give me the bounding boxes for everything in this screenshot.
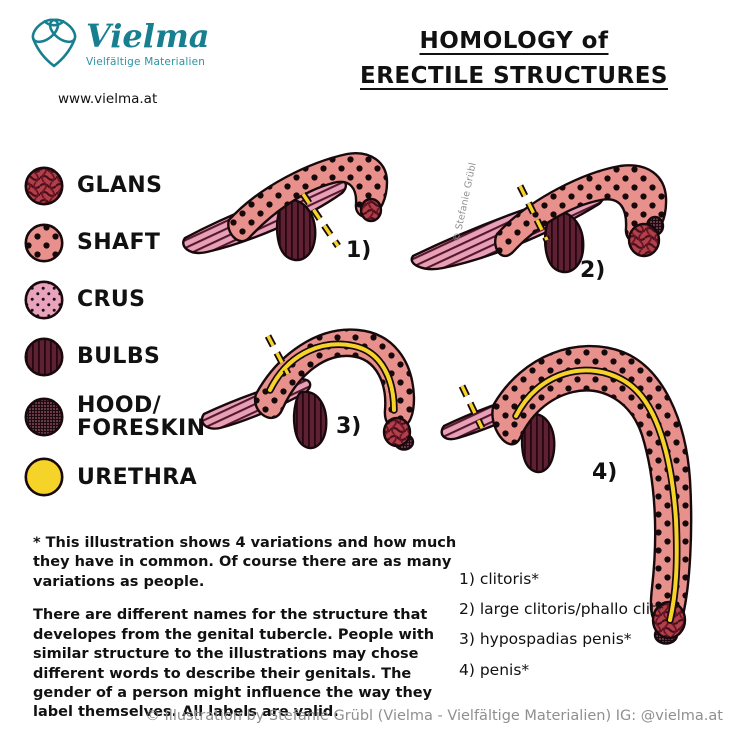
- dissection-dashes: [300, 192, 341, 248]
- crus-swatch-icon: [24, 280, 64, 320]
- variation-item-2: 2) large clitoris/phallo clit*: [459, 600, 664, 619]
- notes-paragraph-1: * This illustration shows 4 variations a…: [33, 535, 457, 590]
- glans-swatch-icon: [24, 166, 64, 206]
- legend-label-glans: GLANS: [77, 173, 163, 199]
- title-line-1: HOMOLOGY of: [419, 28, 609, 54]
- figure-1-number: 1): [346, 238, 372, 263]
- urethra-line: [512, 366, 681, 624]
- figure-2-number: 2): [580, 258, 606, 283]
- legend-item-urethra: URETHRA: [24, 457, 205, 497]
- notes-paragraph-2: There are different names for the struct…: [33, 607, 435, 721]
- legend-item-shaft: SHAFT: [24, 223, 205, 263]
- title-line-2: ERECTILE STRUCTURES: [359, 62, 668, 89]
- legend-item-crus: CRUS: [24, 280, 205, 320]
- brand-block: Vielma Vielfältige Materialien www.vielm…: [24, 10, 214, 107]
- vielma-heart-logo-icon: [24, 10, 84, 83]
- legend-label-hood: HOOD/: [77, 393, 162, 418]
- shaft-swatch-icon: [24, 223, 64, 263]
- figure-4-penis: [438, 330, 738, 650]
- legend: GLANS SHAFT CRUS BULBS HOOD/: [24, 166, 205, 497]
- brand-url: www.vielma.at: [58, 91, 158, 107]
- legend-label-shaft: SHAFT: [77, 230, 161, 256]
- glans-shape: [627, 222, 661, 258]
- notes: * This illustration shows 4 variations a…: [33, 534, 469, 737]
- figure-3-hypospadias-penis: [198, 306, 433, 481]
- dissection-dashes: [516, 184, 551, 242]
- brand-name: Vielma: [86, 17, 210, 55]
- legend-label-foreskin: FORESKIN: [77, 416, 206, 442]
- hood-swatch-icon: [24, 397, 64, 437]
- legend-item-glans: GLANS: [24, 166, 205, 206]
- page-title: HOMOLOGY of ERECTILE STRUCTURES: [328, 24, 700, 93]
- legend-label-urethra: URETHRA: [77, 464, 198, 490]
- figure-1-clitoris: [175, 128, 405, 278]
- legend-item-hood-foreskin: HOOD/ FORESKIN: [24, 394, 205, 440]
- credit-line: © Illustration by Stefanie Grübl (Vielma…: [145, 708, 723, 724]
- urethra-swatch-icon: [24, 457, 64, 497]
- bulb-shape: [292, 390, 328, 450]
- legend-label-bulbs: BULBS: [77, 344, 161, 370]
- urethra-line: [266, 340, 398, 414]
- glans-shape: [359, 197, 383, 223]
- variation-item-1: 1) clitoris*: [459, 570, 540, 588]
- dissection-dashes: [458, 384, 486, 430]
- brand-subtitle: Vielfältige Materialien: [86, 56, 206, 68]
- legend-label-hood-foreskin: HOOD/ FORESKIN: [77, 394, 205, 440]
- variation-item-4: 4) penis*: [459, 660, 530, 679]
- figure-3-number: 3): [336, 414, 362, 439]
- figure-4-number: 4): [592, 460, 618, 485]
- variation-item-3: 3) hypospadias penis*: [459, 630, 632, 649]
- bulbs-swatch-icon: [24, 337, 64, 377]
- glans-shape: [382, 416, 412, 448]
- figure-2-large-clitoris: [405, 138, 685, 298]
- dissection-dashes: [264, 334, 292, 376]
- variations-list: 1) clitoris* 2) large clitoris/phallo cl…: [459, 564, 664, 685]
- legend-item-bulbs: BULBS: [24, 337, 205, 377]
- legend-label-crus: CRUS: [77, 287, 146, 313]
